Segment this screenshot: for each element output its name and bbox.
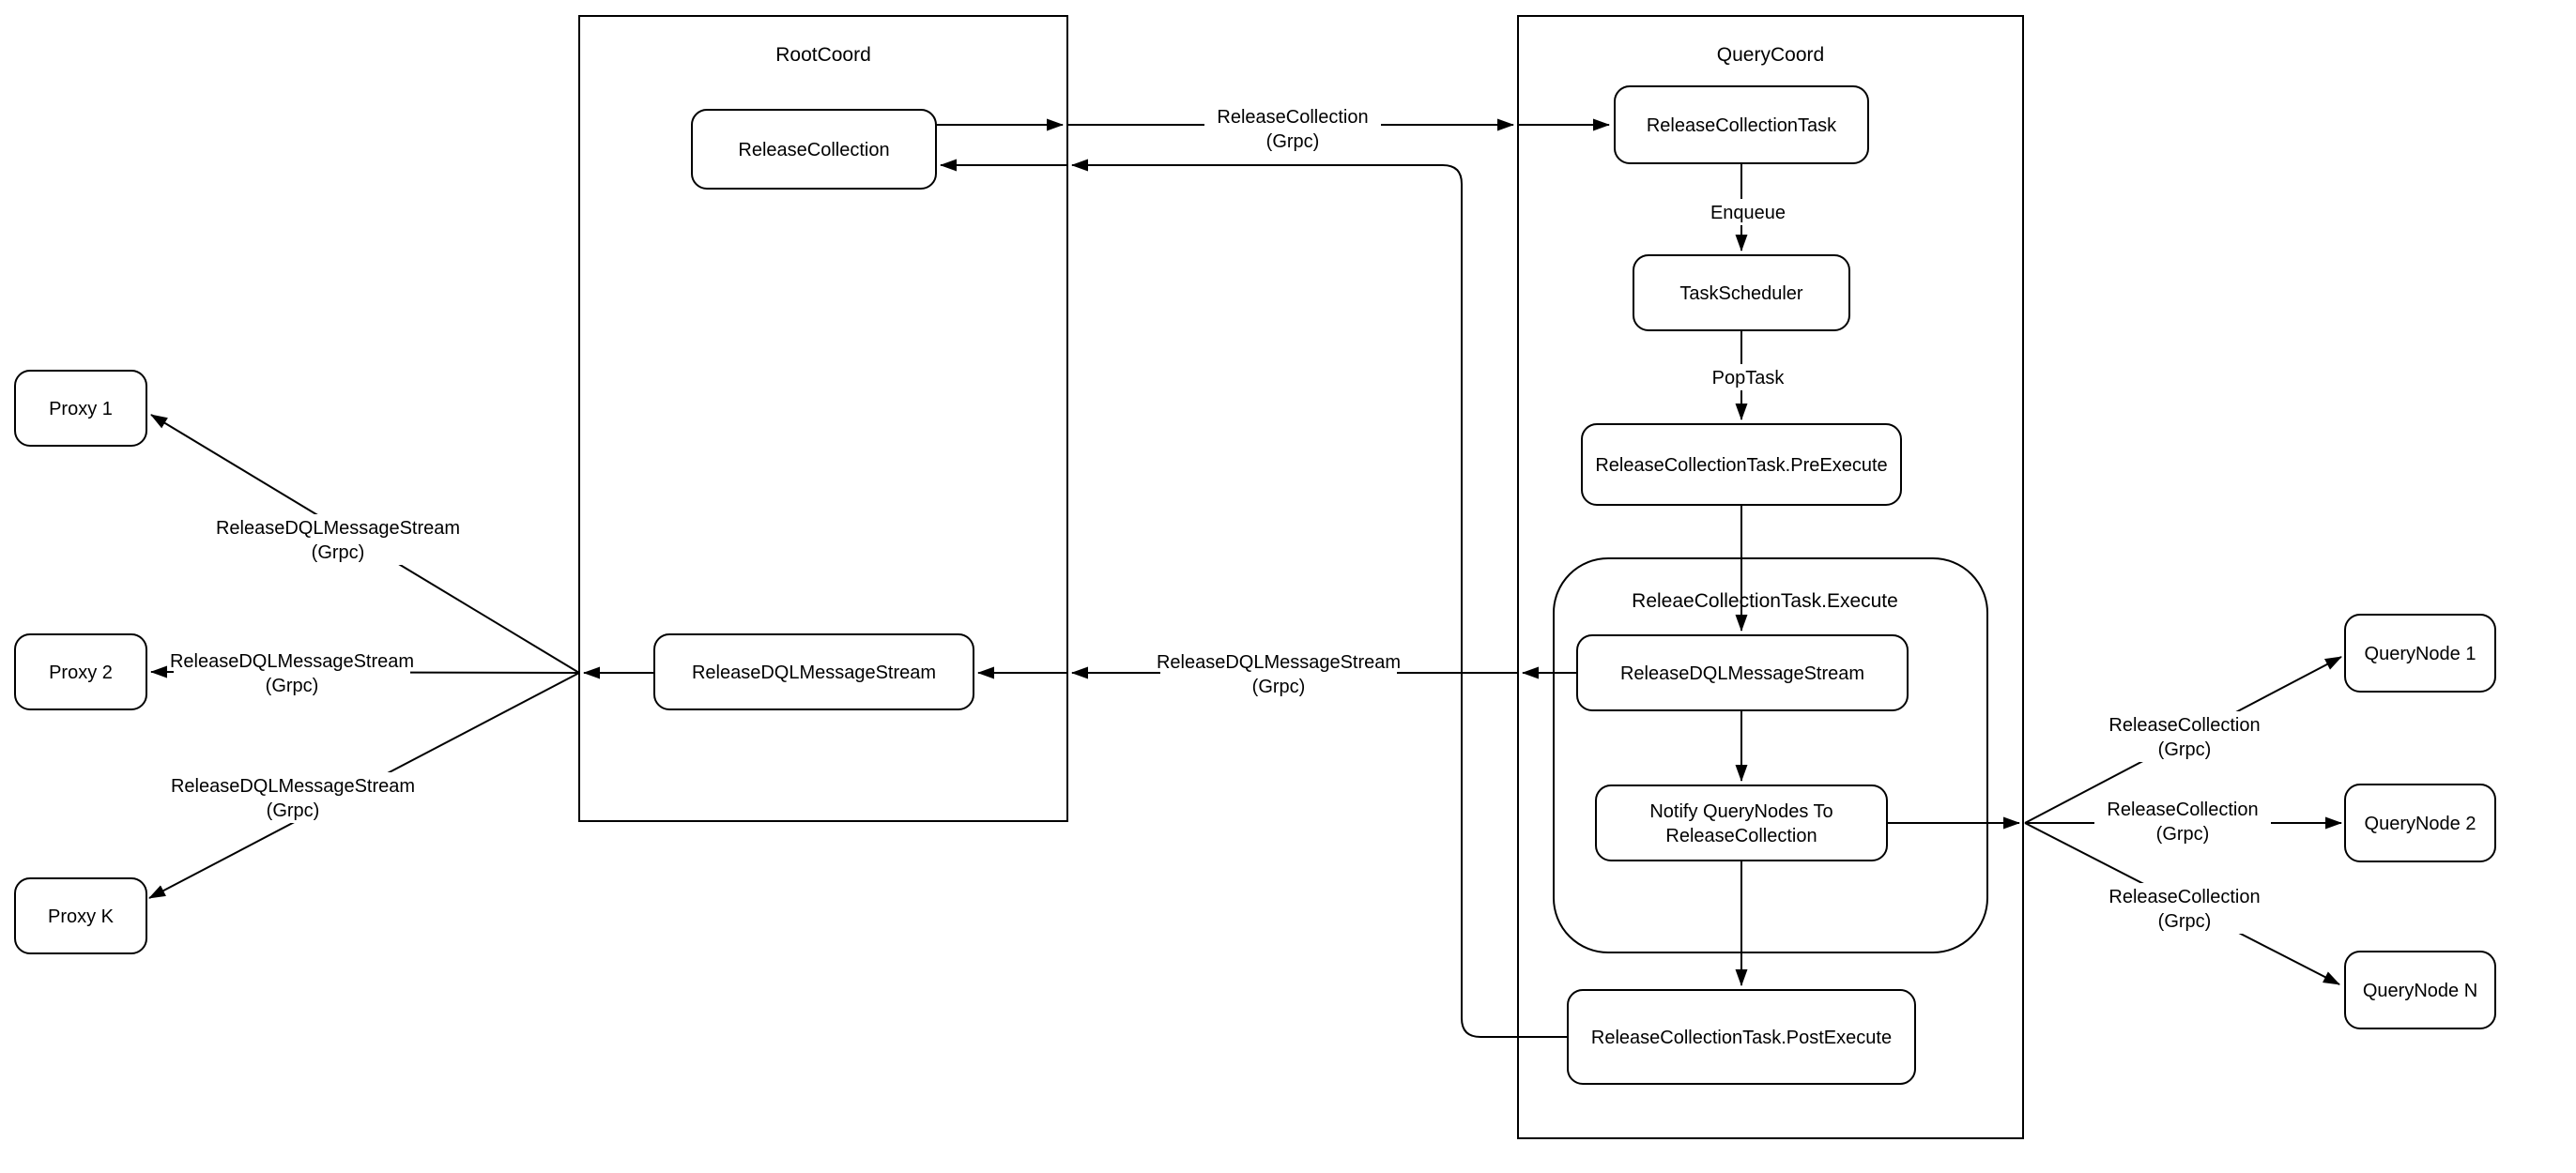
querycoord-container: [1517, 15, 2024, 1139]
edgelabel-rc-qn1: ReleaseCollection: [2108, 715, 2260, 736]
node-querynode2: [2344, 784, 2496, 862]
edgelabel-rc-qn2: ReleaseCollection: [2107, 800, 2258, 820]
label-querynoden: QueryNode N: [2363, 981, 2477, 1001]
labelbg-dql-grpc-proxy2: [174, 647, 410, 698]
node-rootcoord-dqlstream: [653, 633, 974, 710]
node-releasecollection: [691, 109, 937, 190]
edgelabel-grpc-qnn: (Grpc): [2158, 911, 2212, 932]
edgelabel-grpc-proxyk: (Grpc): [267, 800, 320, 821]
edgelabel-rc-qnn: ReleaseCollection: [2108, 887, 2260, 907]
labelbg-rc-grpc-qnn: [2096, 883, 2273, 934]
label-rootcoord-dqlstream: ReleaseDQLMessageStream: [692, 663, 936, 683]
label-preexecute: ReleaseCollectionTask.PreExecute: [1595, 455, 1887, 476]
edgelabel-dql-proxy2: ReleaseDQLMessageStream: [170, 651, 414, 672]
label-proxy1: Proxy 1: [49, 399, 113, 419]
edgelabel-grpc-proxy1: (Grpc): [312, 542, 365, 563]
node-execute-dqlstream: [1576, 634, 1909, 711]
labelbg-enqueue: [1700, 199, 1783, 225]
labelbg-dql-grpc-proxy1: [220, 514, 456, 565]
label-notify-line1: Notify QueryNodes To: [1649, 801, 1832, 822]
edgelabel-grpc-qn1: (Grpc): [2158, 739, 2212, 760]
edgelabel-releasecollection-top: ReleaseCollection: [1217, 107, 1368, 128]
edgelabel-enqueue: Enqueue: [1710, 203, 1786, 223]
label-querynode1: QueryNode 1: [2365, 644, 2476, 664]
label-releasecollection: ReleaseCollection: [738, 140, 889, 160]
rootcoord-title: RootCoord: [775, 44, 871, 66]
edgelabel-dql-proxyk: ReleaseDQLMessageStream: [171, 776, 415, 797]
node-notify-querynodes: [1595, 785, 1888, 861]
label-querynode2: QueryNode 2: [2365, 814, 2476, 834]
label-releasecollectiontask: ReleaseCollectionTask: [1647, 115, 1837, 136]
edgelabel-dql-mid: ReleaseDQLMessageStream: [1157, 652, 1401, 673]
node-proxy1: [14, 370, 147, 447]
labelbg-poptask: [1700, 364, 1783, 390]
labelbg-releasecollection-grpc-top: [1204, 103, 1381, 154]
edgelabel-grpc-top: (Grpc): [1266, 131, 1320, 152]
node-querynoden: [2344, 951, 2496, 1029]
edgelabel-grpc-proxy2: (Grpc): [266, 676, 319, 696]
edgelabel-grpc-mid: (Grpc): [1252, 677, 1306, 697]
label-notify-line2: ReleaseCollection: [1665, 826, 1817, 846]
label-postexecute: ReleaseCollectionTask.PostExecute: [1591, 1028, 1892, 1048]
label-proxyk: Proxy K: [48, 906, 115, 927]
node-taskscheduler: [1633, 254, 1850, 331]
node-proxy2: [14, 633, 147, 710]
labelbg-rc-grpc-qn2: [2094, 796, 2271, 846]
labelbg-dql-grpc-mid: [1160, 648, 1397, 699]
edge-postexecute-return: [1071, 159, 1568, 1038]
node-preexecute: [1581, 423, 1902, 506]
edgelabel-poptask: PopTask: [1712, 368, 1786, 388]
label-proxy2: Proxy 2: [49, 663, 113, 683]
node-querynode1: [2344, 614, 2496, 693]
node-postexecute: [1567, 989, 1916, 1085]
label-execute-dqlstream: ReleaseDQLMessageStream: [1620, 663, 1864, 684]
labelbg-rc-grpc-qn1: [2096, 711, 2273, 762]
labelbg-dql-grpc-proxyk: [175, 772, 411, 823]
execute-group-title: ReleaeCollectionTask.Execute: [1632, 590, 1898, 612]
label-taskscheduler: TaskScheduler: [1679, 283, 1803, 304]
node-proxyk: [14, 877, 147, 954]
execute-group-container: [1553, 557, 1988, 953]
rootcoord-container: [578, 15, 1068, 822]
edgelabel-grpc-qn2: (Grpc): [2156, 824, 2210, 845]
querycoord-title: QueryCoord: [1717, 44, 1824, 66]
node-releasecollectiontask: [1614, 85, 1869, 164]
edgelabel-dql-proxy1: ReleaseDQLMessageStream: [216, 518, 460, 539]
